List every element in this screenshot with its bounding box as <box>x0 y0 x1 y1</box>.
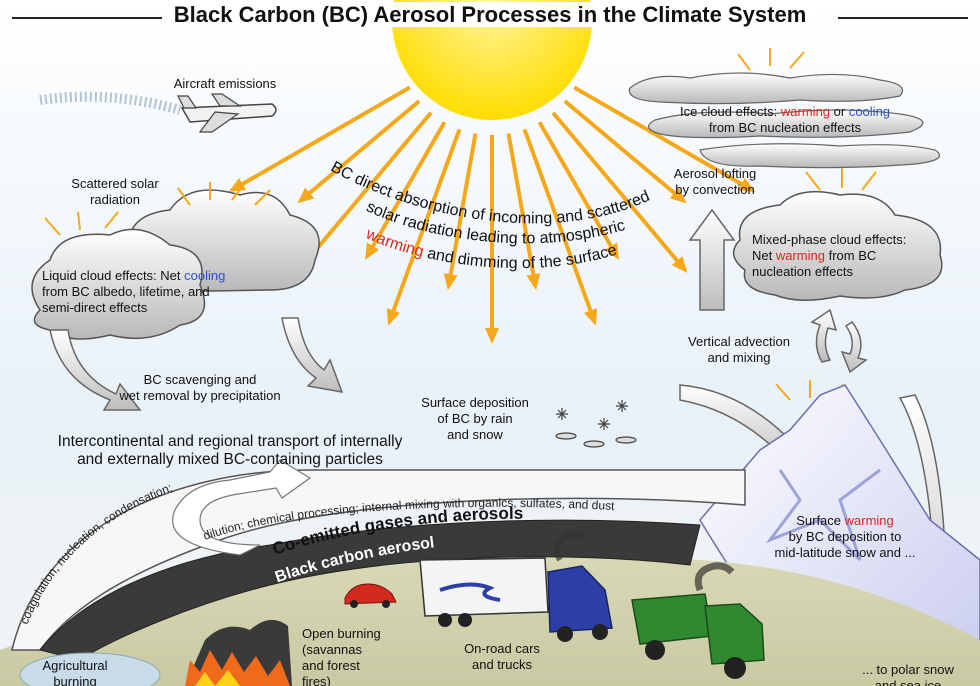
title-rule-right <box>838 17 968 19</box>
liquid-line-1: Liquid cloud effects: Net cooling <box>42 268 226 283</box>
surface-line-2: by BC deposition to <box>788 529 902 544</box>
sun-ray <box>446 133 478 287</box>
sun-ray-head <box>297 187 315 204</box>
deposition-line-1: Surface deposition <box>421 395 529 410</box>
scattered-radiation-label: Scattered solar radiation <box>50 176 180 208</box>
agri-line-2: burning <box>53 674 97 686</box>
advection-line-2: and mixing <box>707 350 771 365</box>
polar-line-2: and sea ice <box>874 678 942 686</box>
ice-line-2: from BC nucleation effects <box>708 120 862 135</box>
sun-rays <box>228 85 756 344</box>
scattered-line-2: radiation <box>90 192 140 207</box>
sun-ray-head <box>583 308 598 326</box>
burning-line-2: (savannas <box>302 642 362 657</box>
scavenging-label: BC scavenging and wet removal by precipi… <box>90 372 310 404</box>
sun-ray <box>299 99 421 203</box>
ice-cloud <box>628 72 940 169</box>
cars-line-2: and trucks <box>472 657 532 672</box>
aircraft-icon <box>39 91 277 133</box>
sun-ray <box>573 85 753 192</box>
sun <box>392 0 592 120</box>
burning-line-3: and forest <box>302 658 360 673</box>
sun-ray-head <box>669 187 687 204</box>
sun-ray <box>551 111 687 272</box>
snowflake-icon <box>555 400 637 448</box>
deposition-line-3: and snow <box>447 427 503 442</box>
cars-line-1: On-road cars <box>464 641 540 656</box>
ice-cloud-label: Ice cloud effects: warming or cooling fr… <box>660 104 910 136</box>
sun-ray <box>522 128 597 323</box>
sun-ray <box>387 128 462 323</box>
scattered-radiation-arrows <box>44 48 877 401</box>
scattered-line-1: Scattered solar <box>71 176 159 191</box>
open-burning-label: Open burning (savannas and forest fires) <box>302 626 422 686</box>
fire-icon <box>185 619 292 686</box>
agri-line-1: Agricultural <box>42 658 108 673</box>
transport-line-2: and externally mixed BC-containing parti… <box>77 451 383 468</box>
liquid-line-3: semi-direct effects <box>42 300 148 315</box>
mixed-line-1: Mixed-phase cloud effects: <box>752 232 907 247</box>
lofting-label: Aerosol lofting by convection <box>660 166 770 198</box>
transport-line-1: Intercontinental and regional transport … <box>57 433 403 450</box>
liquid-cloud <box>31 189 320 340</box>
aircraft-label: Aircraft emissions <box>173 76 277 91</box>
agricultural-field <box>19 652 161 686</box>
liquid-line-2: from BC albedo, lifetime, and <box>42 284 210 299</box>
surface-line-3: mid-latitude snow and ... <box>774 545 916 560</box>
liquid-cloud-label: Liquid cloud effects: Net cooling from B… <box>42 268 262 316</box>
advection-line-1: Vertical advection <box>688 334 790 349</box>
advection-label: Vertical advection and mixing <box>664 334 814 366</box>
deposition-label: Surface deposition of BC by rain and sno… <box>400 395 550 443</box>
sun-ray-head <box>365 242 380 260</box>
red-car-icon <box>344 583 397 608</box>
sun-ray-head <box>526 273 541 291</box>
sun-ray-head <box>443 273 458 291</box>
polar-line-1: ... to polar snow <box>862 662 954 677</box>
sun-ray <box>231 85 411 192</box>
scavenging-line-2: wet removal by precipitation <box>119 388 281 403</box>
sun-ray <box>506 133 538 287</box>
sun-ray <box>563 99 685 203</box>
sun-ray-head <box>386 308 401 326</box>
sun-ray <box>537 121 619 258</box>
blue-truck-icon <box>419 530 613 642</box>
sun-ray-head <box>485 328 499 344</box>
sun-ray-head <box>671 256 688 273</box>
sun-ray <box>365 121 447 258</box>
lofting-line-2: by convection <box>675 182 755 197</box>
lofting-line-1: Aerosol lofting <box>673 166 757 181</box>
scavenging-line-1: BC scavenging and <box>143 372 257 387</box>
burning-line-1: Open burning <box>302 626 381 641</box>
page-title: Black Carbon (BC) Aerosol Processes in t… <box>0 2 980 28</box>
mixed-line-3: nucleation effects <box>752 264 853 279</box>
transport-arc <box>11 459 746 661</box>
sun-ray <box>297 111 433 272</box>
sun-ray-head <box>737 177 756 192</box>
deposition-line-2: of BC by rain <box>437 411 513 426</box>
green-truck-icon <box>631 562 765 679</box>
burning-line-4: fires) <box>302 674 331 686</box>
mixed-line-2: Net warming from BC <box>752 248 877 263</box>
surface-warming-label: Surface warming by BC deposition to mid-… <box>770 513 920 561</box>
agricultural-label: Agricultural burning <box>20 658 130 686</box>
ice-line-1: Ice cloud effects: warming or cooling <box>679 104 891 119</box>
cars-trucks-label: On-road cars and trucks <box>432 641 572 673</box>
transport-label: Intercontinental and regional transport … <box>20 433 440 469</box>
sun-ray-head <box>604 242 619 260</box>
mixed-phase-cloud <box>732 190 943 301</box>
polar-label: ... to polar snow and sea ice <box>838 662 978 686</box>
title-rule-left <box>12 17 162 19</box>
surface-line-1: Surface warming <box>796 513 894 528</box>
mixed-cloud-label: Mixed-phase cloud effects: Net warming f… <box>752 232 942 280</box>
